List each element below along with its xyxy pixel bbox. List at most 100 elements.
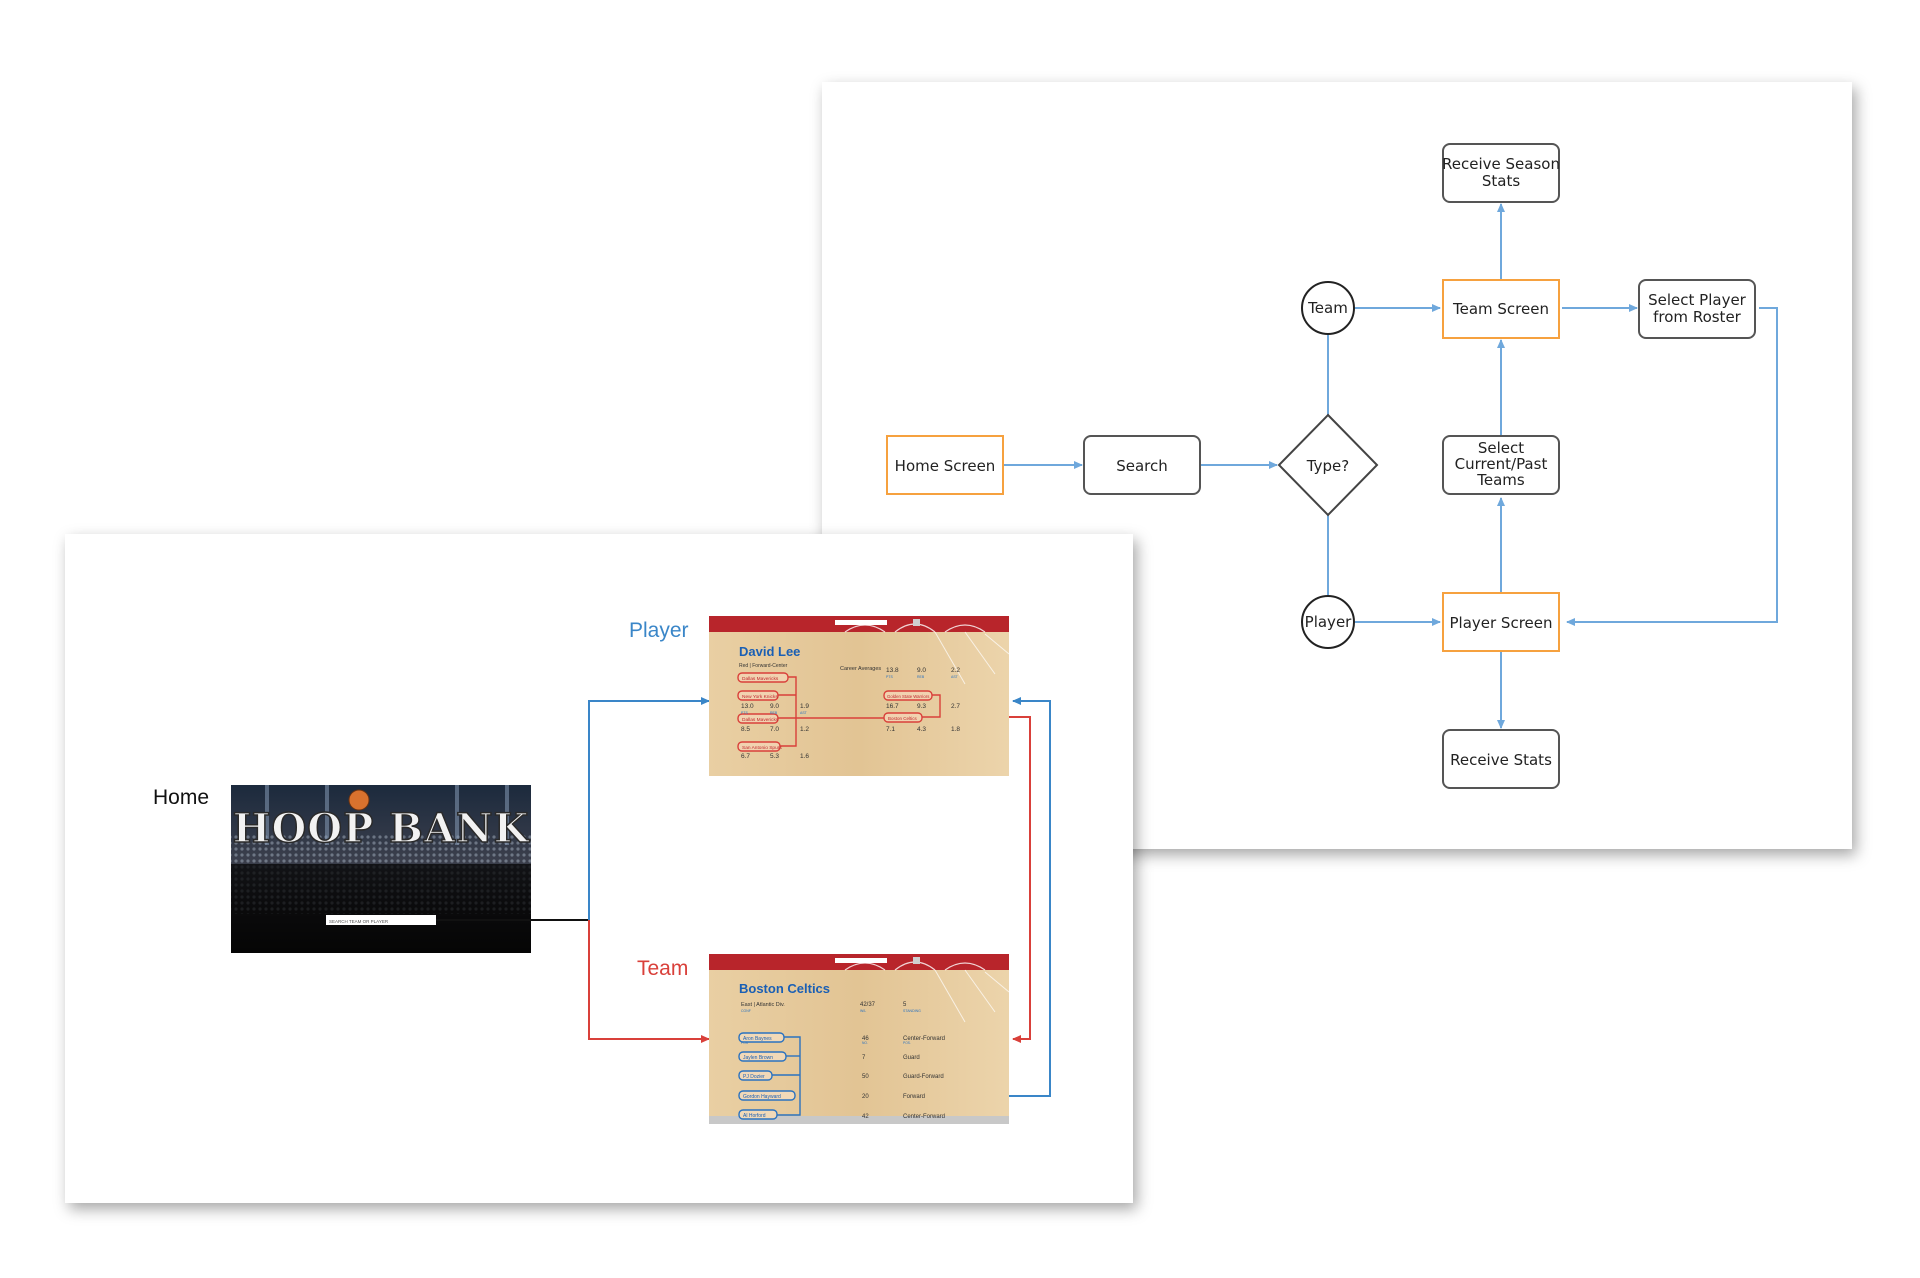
stat-value: 2.7 <box>951 703 960 710</box>
roster-pill-label: Al Horford <box>743 1113 766 1119</box>
node-type-decision: Type? <box>1277 413 1379 517</box>
stat-value: 1.2 <box>800 726 809 733</box>
player-team-pill-label: Dallas Mavericks <box>742 717 779 723</box>
home-search-placeholder: SEARCH TEAM OR PLAYER <box>329 919 389 924</box>
node-search: Search <box>1083 435 1201 495</box>
stat-value: 13.0 <box>741 703 754 710</box>
node-home-screen-label: Home Screen <box>895 457 996 475</box>
roster-position: Center-Forward <box>903 1036 945 1042</box>
stat-label: PTS <box>741 711 748 715</box>
flowchart-edges <box>947 203 1778 729</box>
roster-position: Center-Forward <box>903 1114 945 1120</box>
stat-value: 7.0 <box>770 726 779 733</box>
stat-label: NO. <box>862 1041 868 1045</box>
stat-label: W/L <box>860 1009 866 1013</box>
stat-value: 4.3 <box>917 726 926 733</box>
node-home-screen: Home Screen <box>886 435 1004 495</box>
team-roster-details: 46 Center-Forward 7 Guard 50 Guard-Forwa… <box>741 1036 945 1120</box>
node-receive-stats: Receive Stats <box>1442 729 1560 789</box>
team-record: 42/37 <box>860 1002 876 1008</box>
node-player-screen: Player Screen <box>1442 592 1560 652</box>
player-stats-right: 13.8 9.0 2.2 16.7 9.3 2.7 7.1 4.3 1.8 <box>886 667 960 733</box>
roster-number: 20 <box>862 1094 869 1100</box>
player-stats-left: 13.0 9.0 1.9 8.5 7.0 1.2 6.7 5.3 1.6 <box>741 703 809 760</box>
player-screen-position: Red | Forward-Center <box>739 663 788 669</box>
stat-label: AST <box>951 675 959 679</box>
roster-number: 50 <box>862 1074 869 1080</box>
stat-value: 6.7 <box>741 753 750 760</box>
hoop-bank-logo: HOOP BANK <box>233 805 530 852</box>
player-team-pill-label: San Antonio Spurs <box>742 745 782 751</box>
stat-value: 8.5 <box>741 726 750 733</box>
home-search-input[interactable] <box>326 915 436 925</box>
stat-value: 9.0 <box>917 667 926 674</box>
wireflow-card: Home Player Team HOOP BANK SEARCH TEAM O… <box>65 534 1133 1203</box>
node-player-circle-label: Player <box>1305 613 1353 631</box>
roster-number: 7 <box>862 1055 866 1061</box>
team-label: Team <box>637 957 688 980</box>
player-team-list: Dallas Mavericks New York Knicks Dallas … <box>737 672 941 752</box>
wireflow-canvas: Home Player Team HOOP BANK SEARCH TEAM O… <box>153 616 1051 1124</box>
node-search-label: Search <box>1116 457 1168 475</box>
stat-value: 9.0 <box>770 703 779 710</box>
edge-roster-playerscreen <box>1566 307 1778 626</box>
node-team-circle-label: Team <box>1307 299 1348 317</box>
basketball-icon <box>348 789 370 811</box>
stat-value: 1.8 <box>951 726 960 733</box>
team-roster-list: Aron Baynes Jaylen Brown PJ Dozier Gordo… <box>738 1032 801 1120</box>
node-team-screen-label: Team Screen <box>1452 300 1549 318</box>
player-label: Player <box>629 619 689 642</box>
roster-pill-label: Gordon Hayward <box>743 1094 781 1100</box>
stat-value: 13.8 <box>886 667 899 674</box>
node-type-decision-label: Type? <box>1306 457 1349 475</box>
stat-value: 1.6 <box>800 753 809 760</box>
node-team-circle: Team <box>1301 281 1355 335</box>
player-screen-name: David Lee <box>739 644 800 659</box>
stat-value: 7.1 <box>886 726 895 733</box>
home-label: Home <box>153 786 209 809</box>
stat-label: STANDING <box>903 1009 921 1013</box>
team-standing: 5 <box>903 1002 907 1008</box>
stat-value: 9.3 <box>917 703 926 710</box>
roster-pill-label: Aron Baynes <box>743 1036 772 1042</box>
stat-label: REB <box>917 675 925 679</box>
stat-label: REB <box>770 711 778 715</box>
node-team-screen: Team Screen <box>1442 279 1560 339</box>
team-screen-name: Boston Celtics <box>739 981 830 996</box>
stat-label: CONF <box>741 1009 751 1013</box>
stat-value: 2.2 <box>951 667 960 674</box>
stat-value: 16.7 <box>886 703 899 710</box>
player-team-pill-label: New York Knicks <box>742 694 778 700</box>
stat-value: 5.3 <box>770 753 779 760</box>
roster-position: Guard <box>903 1055 920 1061</box>
stat-label: AST <box>800 711 808 715</box>
roster-pill-label: Jaylen Brown <box>743 1055 773 1061</box>
stat-value: 1.9 <box>800 703 809 710</box>
node-player-screen-label: Player Screen <box>1449 614 1552 632</box>
team-conference: East | Atlantic Div. <box>741 1002 785 1008</box>
roster-position: Forward <box>903 1094 925 1100</box>
player-career-heading: Career Averages <box>840 666 881 672</box>
player-team-pill-label: Dallas Mavericks <box>742 676 779 682</box>
player-team-pill-label: Boston Celtics <box>888 716 918 721</box>
node-player-circle: Player <box>1301 595 1355 649</box>
player-team-pill-label: Golden State Warriors <box>887 694 929 699</box>
stat-label: PTS <box>886 675 893 679</box>
player-screen-thumbnail[interactable]: David Lee Red | Forward-Center Career Av… <box>709 616 1010 776</box>
roster-position: Guard-Forward <box>903 1074 944 1080</box>
roster-number: 46 <box>862 1036 869 1042</box>
home-screen-thumbnail[interactable]: HOOP BANK SEARCH TEAM OR PLAYER <box>231 785 531 953</box>
stat-label: POS <box>741 1041 749 1045</box>
roster-number: 42 <box>862 1114 869 1120</box>
team-screen-thumbnail[interactable]: Boston Celtics East | Atlantic Div. CONF… <box>709 954 1010 1124</box>
roster-pill[interactable] <box>738 1090 796 1101</box>
stat-label: POS. <box>903 1041 911 1045</box>
roster-pill-label: PJ Dozier <box>743 1074 765 1080</box>
